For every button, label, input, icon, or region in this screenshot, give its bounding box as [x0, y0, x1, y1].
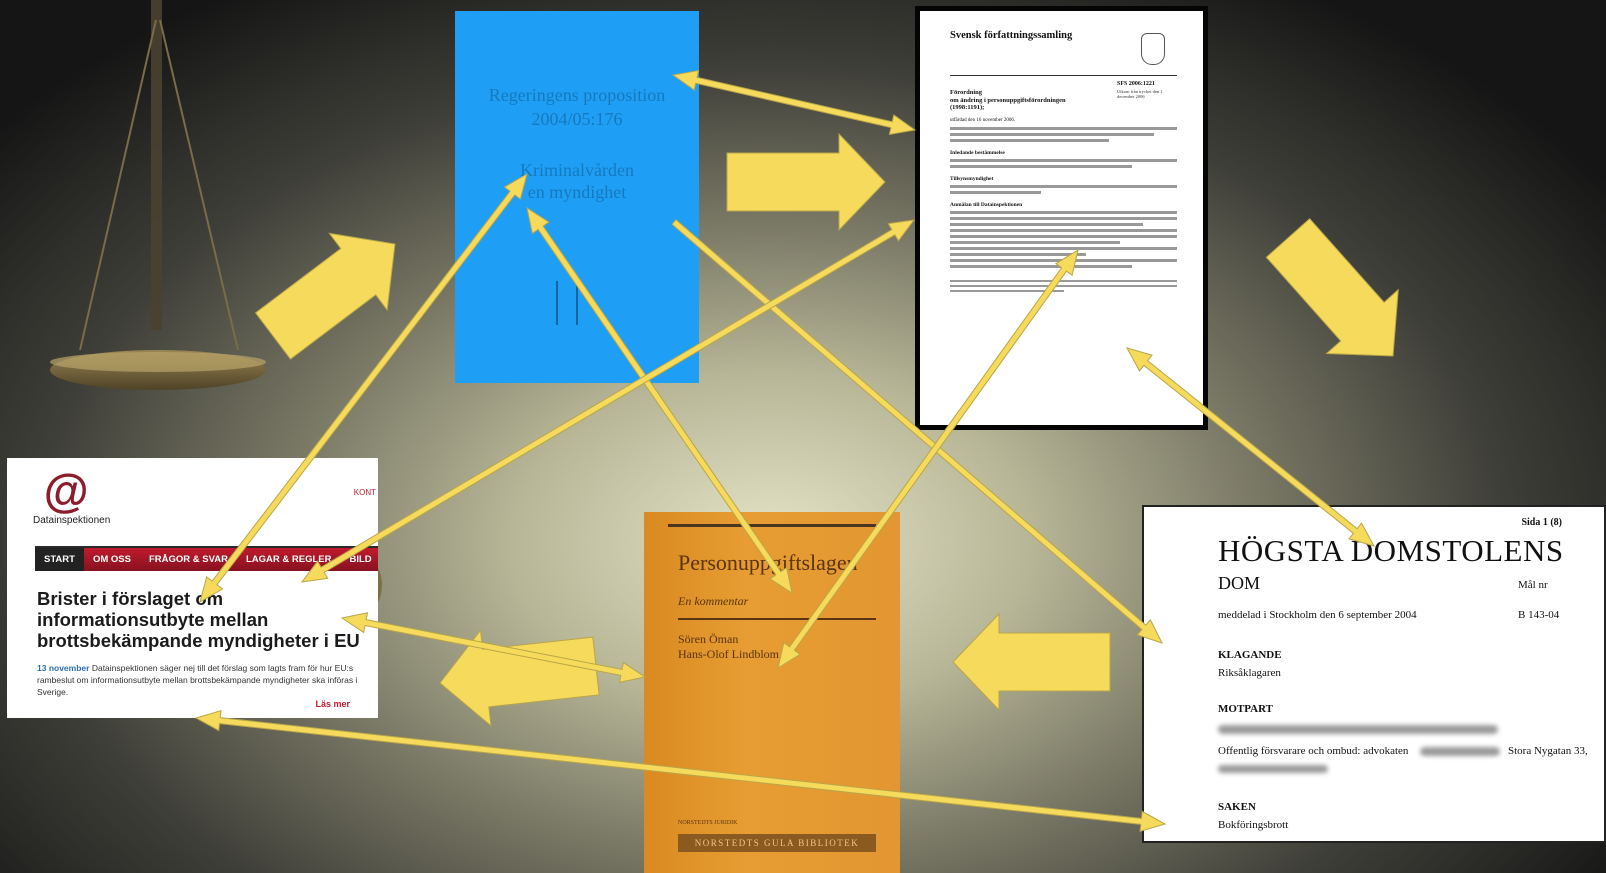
- sfs-body-text: [950, 126, 1177, 142]
- block-arrow-icon: [254, 232, 396, 360]
- proposition-subtitle-2: en myndighet: [527, 182, 627, 202]
- coat-of-arms-icon: [1141, 33, 1165, 65]
- proposition-title: Regeringens proposition: [488, 85, 666, 105]
- book-author-2: Hans-Olof Lindblom: [678, 647, 779, 661]
- double-arrow-icon: [526, 206, 793, 595]
- sfs-body-text: [950, 158, 1177, 168]
- book-subtitle: En kommentar: [678, 594, 749, 608]
- case-number: B 143-04: [1518, 609, 1560, 621]
- sfs-title-3: (1998:1191);: [950, 104, 985, 111]
- ruling-date: meddelad i Stockholm den 6 september 200…: [1218, 609, 1417, 621]
- sfs-body-text: [950, 184, 1177, 194]
- sfs-section-heading: Inledande bestämmelse: [950, 149, 1005, 156]
- book-divider: [678, 618, 876, 620]
- personuppgiftslagen-book: Personuppgiftslagen En kommentar Sören Ö…: [644, 512, 900, 873]
- nav-item-about[interactable]: OM OSS: [92, 554, 131, 565]
- nav-item-laws[interactable]: LAGAR & REGLER: [245, 554, 332, 565]
- motpart-label: MOTPART: [1218, 703, 1274, 715]
- book-series: NORSTEDTS GULA BIBLIOTEK: [678, 834, 876, 852]
- double-arrow-icon: [199, 172, 528, 604]
- klagande-label: KLAGANDE: [1218, 649, 1282, 661]
- datainspektionen-webpage: @ Datainspektionen KONT START OM OSS FRÅ…: [7, 458, 378, 718]
- double-arrow-icon: [777, 248, 1079, 670]
- sfs-title-2: om ändring i personuppgiftsförordningen: [950, 96, 1066, 104]
- proposition-number: 2004/05:176: [531, 109, 623, 129]
- defender-address: Stora Nygatan 33,: [1508, 745, 1588, 757]
- block-arrow-icon: [952, 612, 1111, 712]
- page-indicator: Sida 1 (8): [1521, 517, 1562, 528]
- news-headline[interactable]: Brister i förslaget om informationsutbyt…: [37, 588, 360, 651]
- sfs-issued-date: utfärdad den 16 november 2006.: [950, 117, 1016, 123]
- block-arrow-icon: [726, 132, 886, 232]
- ruling-type: DOM: [1218, 573, 1261, 593]
- saken-label: SAKEN: [1218, 801, 1256, 813]
- sfs-footnotes: [950, 279, 1177, 292]
- main-nav: START OM OSS FRÅGOR & SVAR LAGAR & REGLE…: [35, 546, 378, 571]
- datainspektionen-logo-icon[interactable]: @: [43, 465, 88, 517]
- arrow-icon: [671, 219, 1163, 644]
- sfs-divider: [950, 75, 1177, 76]
- double-arrow-icon: [1125, 347, 1376, 547]
- double-arrow-icon: [671, 69, 917, 136]
- sfs-number: SFS 2006:1221: [1117, 81, 1155, 87]
- nav-item-images[interactable]: BILD: [349, 554, 372, 565]
- sfs-issued-note: Utkom från trycket den 1 december 2006: [1117, 89, 1163, 99]
- logo-name: Datainspektionen: [33, 515, 111, 526]
- saken-value: Bokföringsbrott: [1218, 819, 1289, 831]
- klagande-value: Riksåklagaren: [1218, 667, 1281, 679]
- book-publisher: NORSTEDTS JURIDIK: [678, 820, 738, 826]
- supreme-court-ruling-document: Sida 1 (8) HÖGSTA DOMSTOLENS DOM Mål nr …: [1142, 505, 1606, 843]
- sfs-ordinance-document: Svensk författningssamling SFS 2006:1221…: [915, 6, 1208, 430]
- double-arrow-icon: [194, 709, 1167, 833]
- redacted-address: [1218, 765, 1328, 773]
- sfs-section-heading: Tillsynsmyndighet: [950, 175, 994, 182]
- book-top-rule: [668, 524, 876, 527]
- defender-prefix: Offentlig försvarare och ombud: advokate…: [1218, 745, 1409, 757]
- read-more-link[interactable]: Läs mer: [315, 699, 350, 709]
- nav-item-start[interactable]: START: [35, 548, 84, 571]
- news-body: 13 november Datainspektionen säger nej t…: [37, 662, 373, 698]
- government-proposition-cover: Regeringens proposition 2004/05:176 Krimi…: [455, 11, 699, 383]
- crown-emblem-icon: [556, 281, 578, 325]
- news-text: Datainspektionen säger nej till det förs…: [37, 663, 358, 697]
- book-author-1: Sören Öman: [678, 632, 739, 646]
- proposition-subtitle-1: Kriminalvården: [520, 160, 634, 180]
- redacted-name: [1218, 725, 1498, 734]
- sfs-header: Svensk författningssamling: [950, 30, 1073, 41]
- redacted-name: [1420, 747, 1500, 756]
- double-arrow-icon: [340, 612, 647, 683]
- block-arrow-icon: [1265, 218, 1399, 357]
- double-arrow-icon: [300, 219, 916, 583]
- contact-link[interactable]: KONT: [353, 488, 376, 497]
- ruling-title: HÖGSTA DOMSTOLENS: [1218, 533, 1564, 568]
- case-label: Mål nr: [1518, 579, 1548, 591]
- news-date: 13 november: [37, 663, 90, 673]
- nav-item-faq[interactable]: FRÅGOR & SVAR: [148, 554, 228, 565]
- sfs-title-1: Förordning: [950, 89, 983, 96]
- sfs-section-heading: Anmälan till Datainspektionen: [950, 201, 1023, 208]
